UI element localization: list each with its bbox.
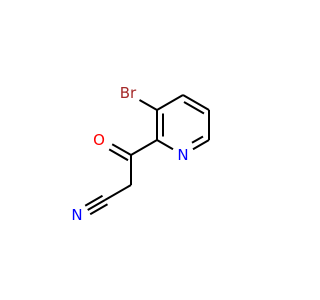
bond-c6-n1-inner bbox=[191, 135, 204, 144]
bond-c3-c4 bbox=[156, 94, 184, 111]
bond-c4-c5-inner bbox=[183, 101, 205, 115]
bond-n1-c2 bbox=[156, 139, 174, 151]
bond-c2-carbonyl bbox=[130, 139, 158, 156]
bond-c4-c5 bbox=[182, 94, 210, 111]
atom-oxygen: O bbox=[93, 131, 105, 149]
atom-bromine: Br bbox=[120, 84, 137, 102]
bond-nitrile-2 bbox=[84, 194, 104, 207]
structure-diagram: Br O N N bbox=[71, 84, 210, 224]
bond-nitrile-1 bbox=[87, 199, 106, 211]
atom-nitrogen-nitrile: N bbox=[71, 206, 82, 224]
bond-carbonyl-o-2 bbox=[108, 148, 129, 162]
molecule-canvas: Br O N N bbox=[71, 84, 210, 224]
bond-carbonyl-o-1 bbox=[111, 143, 132, 156]
atom-nitrogen-ring: N bbox=[177, 146, 188, 164]
bond-nitrile-3 bbox=[89, 203, 109, 216]
bond-c6-n1 bbox=[192, 139, 210, 151]
bond-ch2-cn bbox=[104, 184, 132, 201]
bond-c3-br bbox=[139, 99, 158, 111]
